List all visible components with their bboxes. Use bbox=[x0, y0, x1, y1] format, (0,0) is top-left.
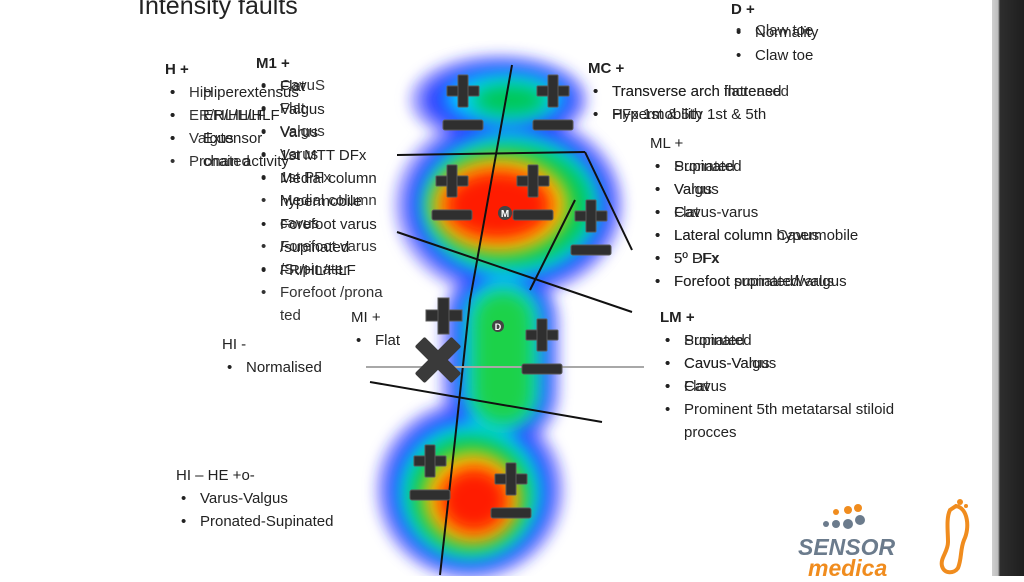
list-item: Prominent 5th metatarsal stiloid procces bbox=[660, 398, 900, 444]
list-item: Flat bbox=[256, 97, 406, 120]
list-item: Forefoot varus bbox=[256, 235, 406, 258]
list-item: /Supinater bbox=[256, 258, 406, 281]
list-item: Valgus bbox=[165, 127, 266, 150]
block-d-plus-overlay: Claw toe bbox=[731, 19, 813, 42]
plus-minus-icon bbox=[409, 444, 451, 501]
list-item: Pronated-Supinated bbox=[176, 510, 333, 533]
foot-logo-icon bbox=[939, 499, 970, 575]
svg-text:D: D bbox=[495, 322, 502, 332]
block-mc-plus-overlay: Transverse arch increased PFx 1st & 5th bbox=[588, 80, 789, 126]
block-hi-he: HI – HE +o- Varus-Valgus Pronated-Supina… bbox=[176, 464, 333, 533]
block-heading: LM + bbox=[660, 309, 695, 326]
plus-minus-icon bbox=[532, 74, 574, 131]
block-ml-plus-overlay: Pronated Varus Flat Lateral column Cavus… bbox=[650, 155, 834, 293]
block-lm-plus-overlay: Pronated Cavus-Varus Flat bbox=[660, 329, 770, 398]
list-item: Claw toe bbox=[731, 44, 818, 67]
list-item: Varus bbox=[650, 178, 834, 201]
block-heading: ML + bbox=[650, 135, 684, 152]
list-item: Forefoot pronated/varus bbox=[650, 270, 834, 293]
list-item: PFx 1st & 5th bbox=[588, 103, 789, 126]
list-item: Flat bbox=[351, 329, 400, 352]
block-heading: MC + bbox=[588, 60, 625, 77]
list-item: Medial column cavus bbox=[256, 189, 406, 235]
list-item: Flat bbox=[650, 201, 834, 224]
block-m1-plus-overlay: CavuS Flat Valgus Varus 1st PFx Medial c… bbox=[256, 74, 406, 327]
logo-wordmark-bottom: medica bbox=[808, 555, 888, 581]
letter-m-marker: M bbox=[498, 206, 512, 220]
plus-minus-icons bbox=[409, 74, 612, 519]
list-item: 1st PFx bbox=[256, 166, 406, 189]
slide-edge-bar bbox=[992, 0, 1024, 576]
heat-map bbox=[375, 55, 623, 576]
list-item: Pronated bbox=[165, 150, 266, 173]
list-item: Varus bbox=[256, 143, 406, 166]
list-item: Valgus bbox=[256, 120, 406, 143]
block-hi-minus: HI - Normalised bbox=[222, 333, 322, 379]
list-item: Lateral column Cavus bbox=[650, 224, 834, 247]
block-heading: H + bbox=[165, 61, 189, 78]
list-item: Varus-Valgus bbox=[176, 487, 333, 510]
svg-text:M: M bbox=[501, 209, 509, 220]
plus-minus-icon bbox=[490, 462, 532, 519]
block-h-plus-overlay: Hip ER/HL/HLF Valgus Pronated bbox=[165, 81, 266, 173]
plus-minus-icon bbox=[521, 318, 563, 375]
logo-wordmark-top: SENSOR bbox=[798, 534, 896, 560]
block-heading: HI - bbox=[222, 336, 247, 353]
plus-minus-icon bbox=[442, 74, 484, 131]
plus-minus-icon bbox=[570, 199, 612, 256]
block-heading: MI + bbox=[351, 309, 381, 326]
sensor-medica-logo: SENSOR medica bbox=[796, 498, 976, 581]
list-item: Transverse arch increased bbox=[588, 80, 789, 103]
page-title: Intensity faults bbox=[138, 0, 298, 20]
list-item: Pronated bbox=[660, 329, 770, 352]
plus-minus-icon bbox=[431, 164, 473, 221]
list-item: Flat bbox=[660, 375, 770, 398]
block-heading: M1 + bbox=[256, 55, 290, 72]
cross-icon bbox=[415, 337, 461, 383]
list-item: Forefoot /prona ted bbox=[256, 281, 406, 327]
logo-dots-icon bbox=[823, 504, 865, 529]
list-item: Normalised bbox=[222, 356, 322, 379]
block-heading: HI – HE +o- bbox=[176, 467, 255, 484]
block-heading: D + bbox=[731, 1, 755, 18]
letter-d-marker: D bbox=[492, 320, 504, 332]
division-lines bbox=[369, 64, 633, 576]
plus-icon bbox=[425, 297, 463, 335]
list-item: 5º PFx bbox=[650, 247, 834, 270]
plus-minus-icon bbox=[512, 164, 554, 221]
list-item: Pronated bbox=[650, 155, 834, 178]
list-item: Cavus-Varus bbox=[660, 352, 770, 375]
list-item: Hip bbox=[165, 81, 266, 104]
block-mi-plus: MI + Flat bbox=[351, 306, 400, 352]
list-item: CavuS bbox=[256, 74, 406, 97]
list-item: ER/HL/HLF bbox=[165, 104, 266, 127]
list-item: Claw toe bbox=[731, 19, 813, 42]
